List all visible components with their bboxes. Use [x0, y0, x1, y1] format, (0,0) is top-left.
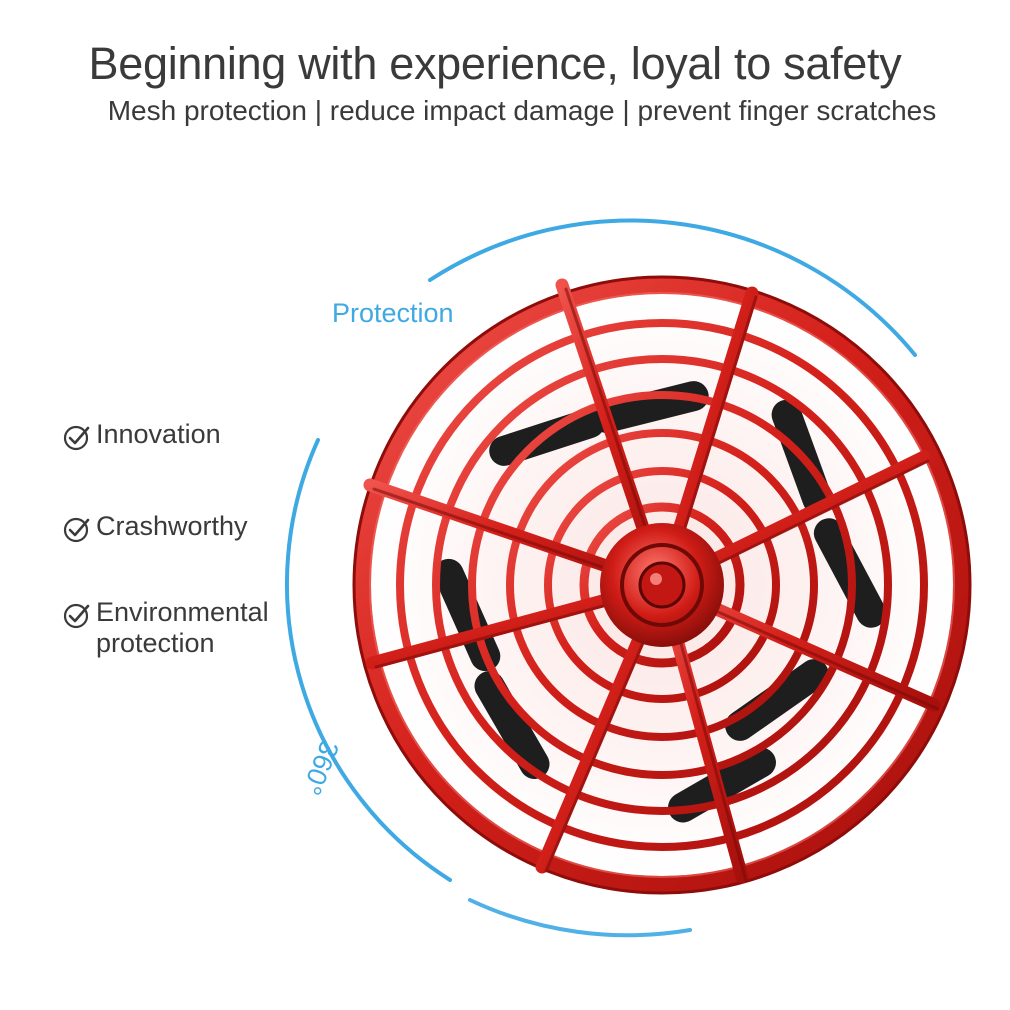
subline: Mesh protection | reduce impact damage |…: [107, 95, 937, 126]
feature-innovation: Innovation: [62, 419, 221, 452]
protection-label: Protection: [332, 298, 454, 328]
protection-arc-bottom: [468, 898, 692, 938]
feature-label: Environmental protection: [96, 597, 269, 658]
circle-check-icon: [63, 425, 90, 451]
protection-arc: [428, 218, 917, 357]
cage-rings: [353, 276, 971, 894]
feature-crashworthy: Crashworthy: [62, 511, 248, 544]
circle-check-icon: [63, 517, 90, 543]
circle-check-icon: [63, 603, 90, 629]
feature-environmental-protection: Environmental protection: [62, 597, 296, 659]
protection-arc-lower: [284, 438, 452, 882]
headline: Beginning with experience, loyal to safe…: [88, 38, 902, 89]
feature-label: Innovation: [96, 419, 221, 449]
feature-label: Crashworthy: [96, 511, 248, 541]
